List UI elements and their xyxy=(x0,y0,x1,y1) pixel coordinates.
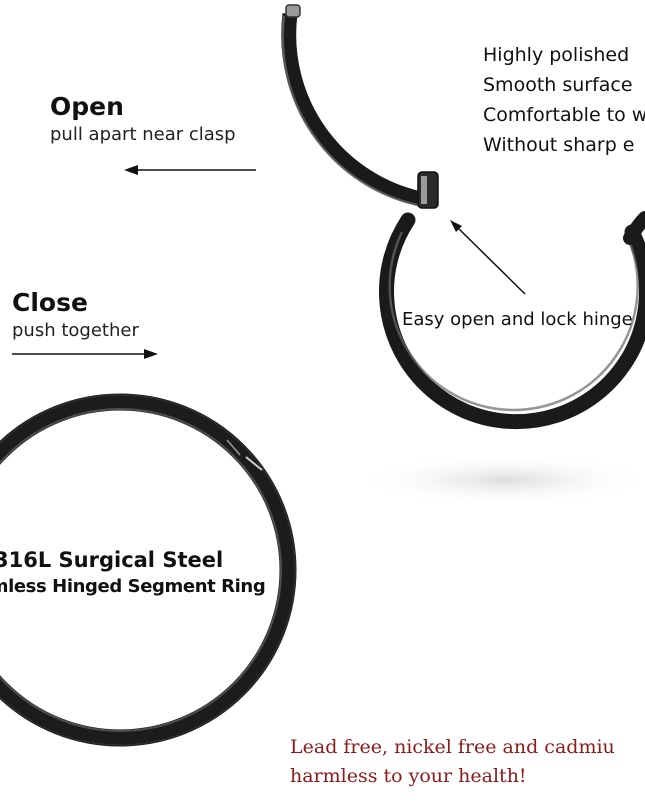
open-ring-lower-loop xyxy=(378,212,645,430)
hinge-label: Easy open and lock hinge xyxy=(402,309,633,330)
ring-material-label: 316L Surgical Steel xyxy=(0,548,224,572)
open-arrow xyxy=(124,165,256,175)
open-title: Open xyxy=(50,92,124,121)
closed-ring xyxy=(0,393,297,747)
health-note-line: harmless to your health! xyxy=(290,765,527,787)
ring-shadow xyxy=(355,454,645,506)
feature-item: Highly polished xyxy=(483,44,630,66)
close-title: Close xyxy=(12,288,88,317)
feature-item: Without sharp e xyxy=(483,134,635,156)
open-subtitle: pull apart near clasp xyxy=(50,124,236,145)
ring-type-label: amless Hinged Segment Ring xyxy=(0,576,266,597)
feature-item: Smooth surface xyxy=(483,74,633,96)
close-subtitle: push together xyxy=(12,320,139,341)
open-ring-right-segment xyxy=(623,211,645,245)
feature-list: Highly polished Smooth surface Comfortab… xyxy=(483,40,645,160)
close-arrow xyxy=(12,349,158,359)
health-note: Lead free, nickel free and cadmiu harmle… xyxy=(290,733,615,791)
health-note-line: Lead free, nickel free and cadmiu xyxy=(290,736,615,758)
hinge-pointer-arrow xyxy=(450,220,526,295)
open-ring-upper-segment xyxy=(281,4,439,209)
feature-item: Comfortable to w xyxy=(483,104,645,126)
